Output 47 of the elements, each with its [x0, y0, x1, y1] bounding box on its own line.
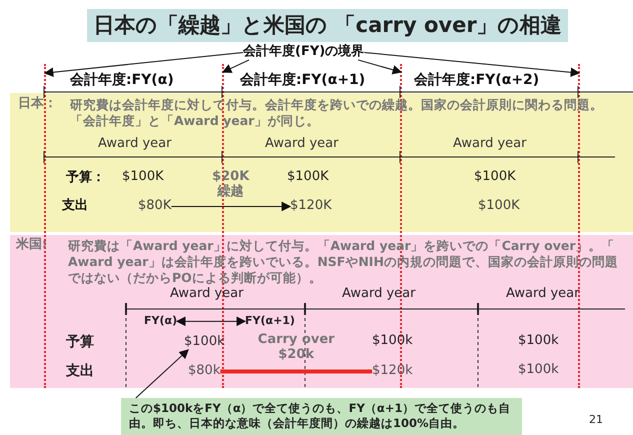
arrow: [176, 316, 246, 326]
text-label: 会計年度:FY(α): [70, 72, 174, 88]
value-text: $80K: [138, 199, 172, 214]
value-text: $80k: [188, 364, 220, 379]
text-label: Award year: [506, 287, 580, 302]
section-heading: 日本：: [18, 97, 57, 112]
note-box: この$100kをFY（α）で全て使うのも、FY（α+1）で全て使うのも自由。即ち、日本的な意味（会計年度間）の繰越は100%自由。: [121, 398, 522, 435]
text-label: $100K: [478, 199, 520, 214]
text-label: Award year: [170, 287, 244, 302]
arrow: [44, 52, 244, 77]
text-label: 会計年度:FY(α+2): [414, 72, 540, 88]
text-label: $100k: [518, 363, 559, 378]
boundary-caption: 会計年度(FY)の境界: [243, 45, 364, 60]
text-label: Award year: [98, 137, 172, 152]
text-label: 支出: [66, 363, 94, 380]
arrow: [135, 349, 189, 398]
slide-title: 日本の「繰越」と米国の 「carry over」の相違: [87, 9, 568, 42]
value-text: FY(α): [144, 315, 178, 328]
section-panel: [10, 235, 633, 388]
edge-label: $20K 繰越: [211, 170, 250, 200]
text-label: 予算：: [66, 171, 105, 186]
text-label: 支出: [62, 199, 88, 214]
text-label: Award year: [342, 287, 416, 302]
text-label: 会計年度:FY(α+1): [240, 72, 366, 88]
section-heading: 米国:: [16, 238, 48, 253]
value-text: FY(α+1): [245, 315, 295, 328]
text-label: $100K: [122, 170, 164, 185]
text-label: $100k: [518, 334, 559, 349]
arrow: [364, 52, 580, 78]
section-panel: [10, 93, 633, 232]
text-label: 予算: [66, 334, 94, 350]
text-label: $100k: [372, 334, 413, 349]
arrow: [220, 369, 373, 374]
value-text: $100k: [184, 335, 225, 350]
arrow: [170, 202, 292, 212]
value-text: $120k: [372, 364, 413, 379]
text-label: 21: [589, 414, 603, 427]
edge-label: Carry over $20k: [256, 333, 336, 364]
text-label: $100K: [287, 170, 329, 185]
text-label: Award year: [453, 137, 526, 152]
section-text: 研究費は「Award year」に対して付与。「Award year」を跨いでの「Carry over」。「 Award year」は会計年度を跨いでいる。NSFやNIHの内規の問題で、国家の会計原則の問題ではない（だからPOによる判断が可能）。: [68, 238, 619, 286]
arrow: [222, 59, 250, 73]
value-text: $120K: [290, 199, 332, 214]
text-label: $100K: [474, 170, 516, 185]
text-label: Award year: [265, 137, 338, 152]
arrow: [358, 59, 402, 74]
section-text: 研究費は会計年度に対して付与。会計年度を跨いでの繰越。国家の会計原則に関わる問題。「会計年度」と「Award year」が同じ。: [70, 97, 604, 129]
